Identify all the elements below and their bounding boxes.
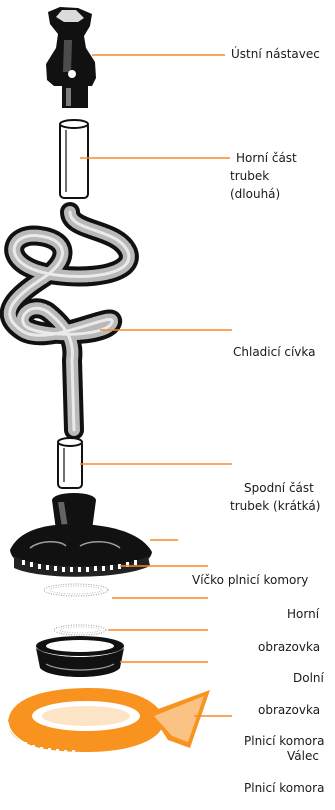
- lower-screen-part: [54, 625, 106, 635]
- upper-tube-part: [60, 120, 88, 198]
- label-chamber-lid: Víčko plnicí komory: [192, 572, 308, 588]
- label-lower-tube-2: trubek (krátká): [230, 498, 320, 514]
- label-filling-chamber-2: Plnicí komora: [244, 780, 324, 796]
- label-cooling-coil: Chladicí cívka: [233, 344, 316, 360]
- leader-lines: [80, 55, 232, 716]
- filling-chamber-part: [8, 688, 210, 758]
- label-upper-tube-3: (dlouhá): [230, 186, 280, 202]
- upper-screen-part: [44, 584, 108, 596]
- label-cylinder: Válec: [287, 748, 319, 764]
- label-lower-tube-1: Spodní část: [244, 480, 314, 496]
- label-upper-screen-2: obrazovka: [258, 639, 320, 655]
- label-upper-tube-2: trubek: [230, 168, 269, 184]
- label-mouthpiece: Ústní nástavec: [231, 46, 320, 62]
- label-upper-screen-1: Horní: [287, 606, 319, 622]
- label-filling-chamber: Plnicí komora: [244, 733, 324, 749]
- cylinder-part: [36, 636, 124, 677]
- label-lower-screen-2: obrazovka: [258, 702, 320, 718]
- label-upper-tube-1: Horní část: [236, 150, 297, 166]
- label-lower-screen-1: Dolní: [293, 670, 324, 686]
- mouthpiece-part: [46, 7, 96, 108]
- chamber-lid-part: [10, 493, 152, 577]
- cooling-coil-part: [10, 212, 129, 430]
- lower-tube-part: [58, 438, 82, 488]
